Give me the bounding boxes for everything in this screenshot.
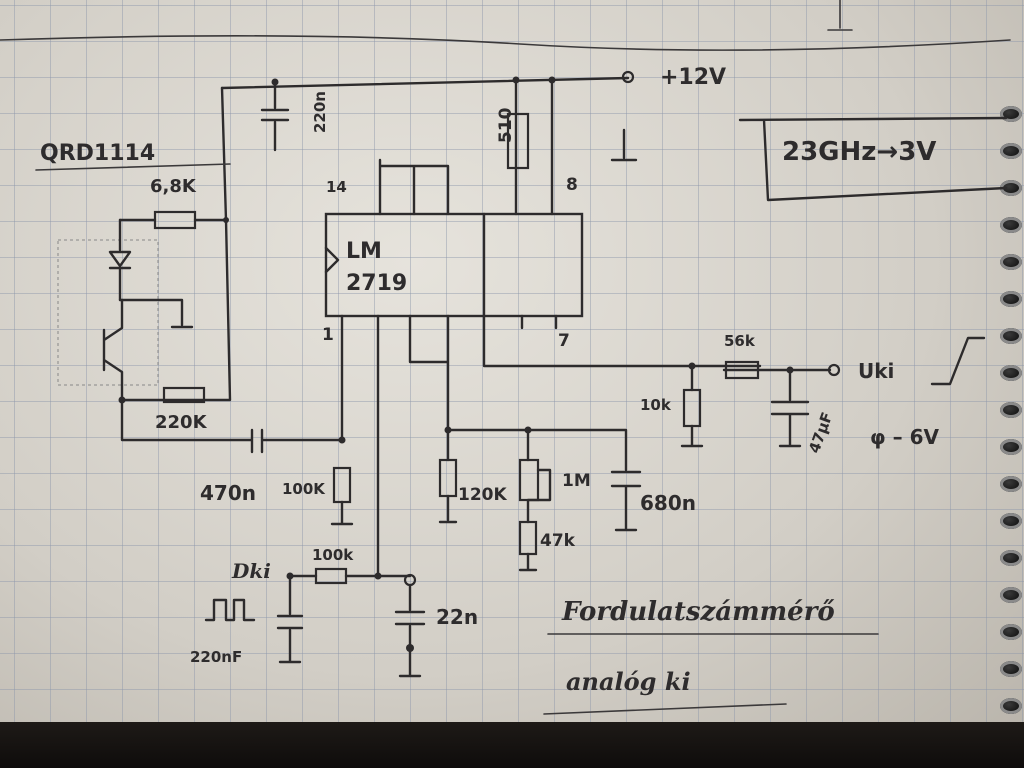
ic-pin1-label: 1 bbox=[322, 325, 334, 345]
spiral-ring bbox=[1000, 439, 1022, 455]
note-box: 23GHz→3V bbox=[738, 116, 1008, 202]
spiral-ring bbox=[1000, 365, 1022, 381]
resistor-6k8: 6,8K bbox=[118, 176, 229, 230]
spiral-ring bbox=[1000, 254, 1022, 270]
note-text: 23GHz→3V bbox=[782, 137, 936, 167]
supply-terminal bbox=[621, 70, 635, 84]
resistor-100k-a-label: 100K bbox=[282, 480, 326, 498]
ic-pin7-label: 7 bbox=[558, 331, 570, 351]
resistor-220k: 220K bbox=[155, 386, 208, 433]
spiral-ring bbox=[1000, 143, 1022, 159]
resistor-510-label: 510 bbox=[496, 107, 516, 143]
spiral-ring bbox=[1000, 624, 1022, 640]
title-block: Fordulatszámmérő analóg ki bbox=[543, 597, 879, 715]
output-label: Uki bbox=[858, 359, 894, 383]
resistor-100k-b-label: 100k bbox=[312, 546, 354, 564]
cap-220nf-label: 220nF bbox=[190, 648, 242, 666]
top-ground-mark bbox=[827, 0, 853, 31]
resistor-510: 510 bbox=[496, 107, 530, 170]
resistor-120k-label: 120K bbox=[458, 485, 507, 505]
table-edge bbox=[0, 722, 1024, 768]
cap-470n-label: 470n bbox=[200, 481, 256, 505]
spiral-ring bbox=[1000, 476, 1022, 492]
sensor-underline bbox=[35, 163, 231, 171]
resistor-6k8-label: 6,8K bbox=[150, 176, 197, 197]
cap-220n: 220n bbox=[260, 78, 329, 152]
sensor-package bbox=[57, 239, 159, 386]
input-label: Dki bbox=[231, 559, 271, 583]
spiral-ring bbox=[1000, 661, 1022, 677]
cap-680n-label: 680n bbox=[640, 491, 696, 515]
supply-rail bbox=[220, 76, 630, 90]
resistor-10k-label: 10k bbox=[640, 396, 672, 414]
spiral-ring bbox=[1000, 550, 1022, 566]
spiral-ring bbox=[1000, 328, 1022, 344]
spiral-ring bbox=[1000, 402, 1022, 418]
ic-lm2719: LM 2719 14 8 1 7 bbox=[322, 76, 762, 578]
input-network: 100k Dki 220nF 22n bbox=[190, 546, 478, 678]
title-line2: analóg ki bbox=[566, 667, 691, 696]
supply-ground bbox=[610, 128, 638, 162]
cap-470n: 470n bbox=[120, 398, 346, 505]
spiral-ring bbox=[1000, 180, 1022, 196]
ic-label-line2: 2719 bbox=[346, 271, 407, 296]
cap-220n-label: 220n bbox=[311, 91, 329, 133]
cap-47uf-label: 47μF bbox=[805, 410, 836, 456]
resistor-220k-label: 220K bbox=[155, 412, 208, 433]
timing-network: 120K 1M 47k 680n bbox=[438, 426, 696, 572]
spiral-ring bbox=[1000, 587, 1022, 603]
spiral-ring bbox=[1000, 217, 1022, 233]
sensor-supply-wire bbox=[120, 86, 232, 402]
spiral-ring bbox=[1000, 291, 1022, 307]
square-wave-icon bbox=[204, 598, 256, 622]
graph-paper bbox=[0, 0, 1024, 745]
supply-label: +12V bbox=[660, 65, 726, 90]
spiral-binding bbox=[994, 0, 1024, 768]
resistor-100k-a: 100K bbox=[282, 466, 354, 526]
title-line1: Fordulatszámmérő bbox=[561, 597, 835, 627]
sensor-label: QRD1114 bbox=[40, 141, 155, 166]
margin-line bbox=[0, 35, 1011, 51]
ic-label-line1: LM bbox=[346, 239, 382, 264]
phototransistor bbox=[102, 298, 126, 404]
spiral-ring bbox=[1000, 513, 1022, 529]
led-diode bbox=[108, 218, 194, 329]
pot-1m-label: 1M bbox=[562, 471, 591, 491]
output-network: 10k 56k 47μF Uki φ – 6V bbox=[640, 332, 986, 456]
resistor-56k-label: 56k bbox=[724, 332, 756, 350]
resistor-47k-label: 47k bbox=[540, 531, 576, 551]
cap-22n-label: 22n bbox=[436, 605, 478, 629]
ic-pin14-label: 14 bbox=[326, 178, 347, 196]
output-range-label: φ – 6V bbox=[870, 425, 939, 449]
ramp-icon bbox=[930, 336, 986, 386]
ic-pin8-label: 8 bbox=[566, 175, 578, 195]
spiral-ring bbox=[1000, 698, 1022, 714]
